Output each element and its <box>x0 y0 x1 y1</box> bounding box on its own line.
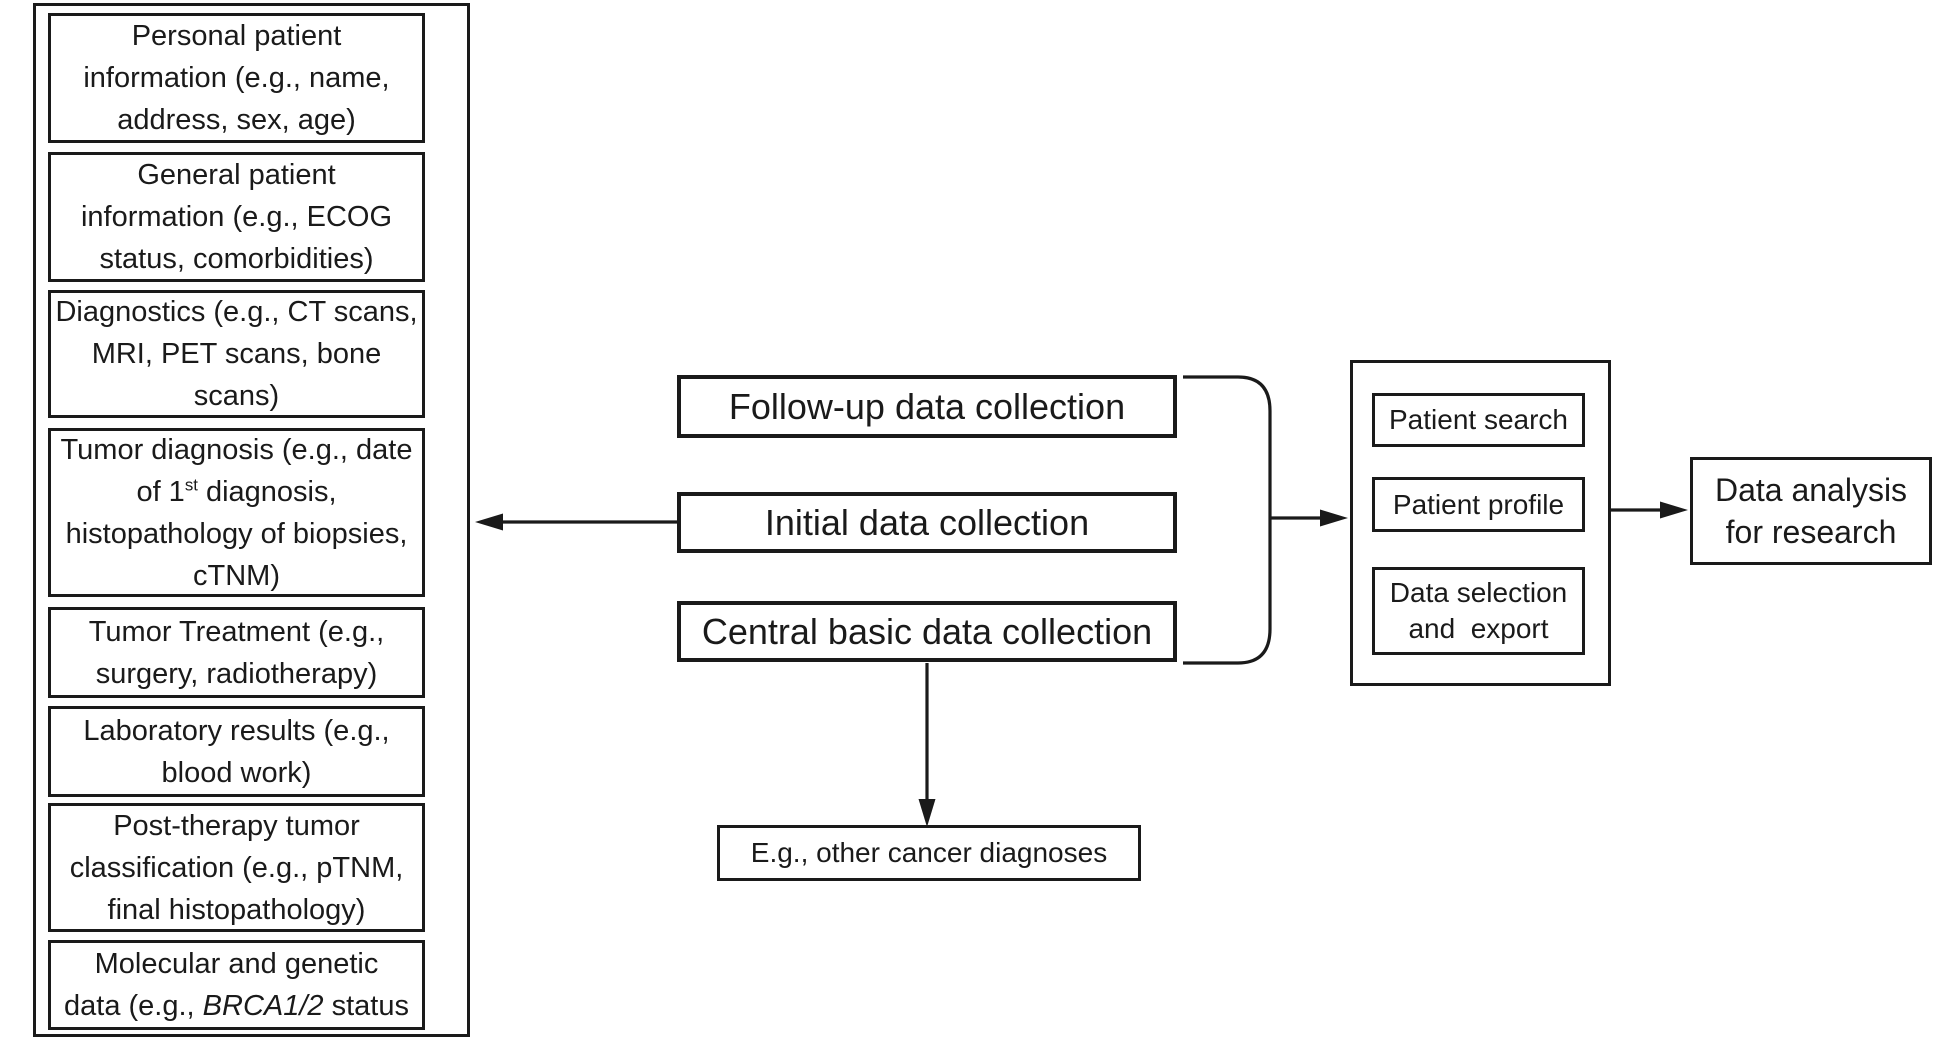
data-item-label: Post-therapy tumor classification (e.g.,… <box>69 809 404 926</box>
label-segment: diagnosis, histopathology of biopsies, c… <box>65 475 408 592</box>
data-item-tumor-treatment: Tumor Treatment (e.g., surgery, radiothe… <box>48 607 425 698</box>
data-categories-panel: Personal patient information (e.g., name… <box>33 3 470 1037</box>
data-item-molecular-genetic: Molecular and genetic data (e.g., BRCA1/… <box>48 940 425 1030</box>
initial-collection-box: Initial data collection <box>677 492 1177 553</box>
arrow-to-data-categories <box>475 513 677 531</box>
box-label: Data selection and export <box>1389 577 1568 644</box>
other-diagnoses-box: E.g., other cancer diagnoses <box>717 825 1141 881</box>
data-item-label: Tumor Treatment (e.g., surgery, radiothe… <box>88 615 385 690</box>
data-item-laboratory-results: Laboratory results (e.g., blood work) <box>48 706 425 797</box>
ordinal-superscript: st <box>184 474 198 494</box>
label-segment: Molecular and genetic data (e.g., <box>64 948 379 1022</box>
data-item-label: General patient information (e.g., ECOG … <box>80 159 393 275</box>
label-segment: status <box>323 990 409 1022</box>
data-item-post-therapy-classification: Post-therapy tumor classification (e.g.,… <box>48 803 425 932</box>
arrow-down-to-other-diagnoses <box>918 663 936 827</box>
data-item-label: Tumor diagnosis (e.g., date of 1st diagn… <box>61 429 413 597</box>
data-item-label: Personal patient information (e.g., name… <box>83 20 390 136</box>
data-item-label: Molecular and genetic data (e.g., BRCA1/… <box>64 943 409 1027</box>
data-item-diagnostics: Diagnostics (e.g., CT scans, MRI, PET sc… <box>48 290 425 418</box>
label-segment: Tumor diagnosis (e.g., date of 1 <box>60 433 413 508</box>
box-label: Initial data collection <box>764 501 1090 543</box>
gene-name-italic: BRCA1/2 <box>202 990 324 1022</box>
patient-profile-box: Patient profile <box>1372 477 1585 532</box>
central-collection-box: Central basic data collection <box>677 601 1177 662</box>
box-label: Central basic data collection <box>701 610 1153 652</box>
followup-collection-box: Follow-up data collection <box>677 375 1177 438</box>
patient-search-box: Patient search <box>1372 393 1585 447</box>
box-label: Follow-up data collection <box>728 385 1126 427</box>
data-item-label: Diagnostics (e.g., CT scans, MRI, PET sc… <box>55 296 418 412</box>
box-label: Patient profile <box>1392 488 1565 520</box>
data-analysis-box: Data analysis for research <box>1690 457 1932 565</box>
box-label: Data analysis for research <box>1714 472 1908 550</box>
box-label: Patient search <box>1389 404 1568 435</box>
box-label: E.g., other cancer diagnoses <box>750 837 1108 868</box>
patient-portal-panel: Patient search Patient profile Data sele… <box>1350 360 1611 686</box>
data-item-label: Laboratory results (e.g., blood work) <box>83 714 390 789</box>
data-item-tumor-diagnosis: Tumor diagnosis (e.g., date of 1st diagn… <box>48 428 425 597</box>
grouping-bracket <box>1183 375 1272 665</box>
data-item-personal-info: Personal patient information (e.g., name… <box>48 13 425 143</box>
arrow-bracket-to-portal <box>1270 509 1348 527</box>
arrow-portal-to-analysis <box>1611 501 1688 519</box>
data-item-general-info: General patient information (e.g., ECOG … <box>48 152 425 282</box>
data-selection-export-box: Data selection and export <box>1372 567 1585 655</box>
